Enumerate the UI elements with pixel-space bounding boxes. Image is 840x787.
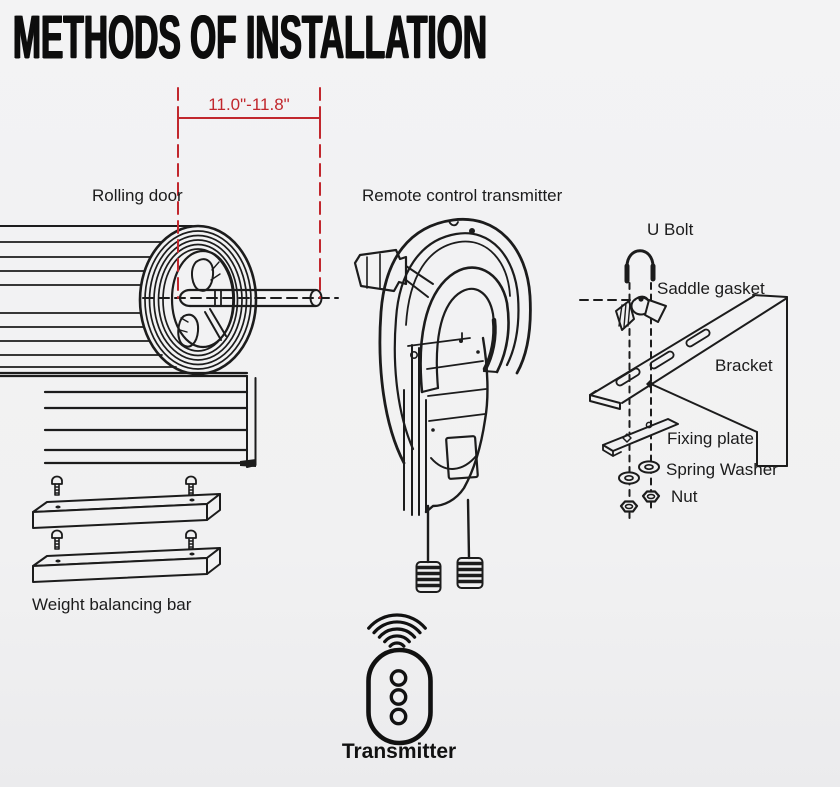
dimension-lines [177, 87, 321, 299]
mounting-hardware-drawing [579, 249, 788, 519]
remote-button [389, 707, 408, 726]
bracket-part [589, 294, 788, 467]
weight-bars-drawing [32, 475, 221, 583]
weight-bar [32, 547, 221, 583]
drum-wheel [170, 249, 236, 349]
screw [185, 475, 197, 496]
cable-connector [415, 561, 442, 593]
dimension-annotation: 11.0"-11.8" [208, 95, 290, 114]
label-fixing-plate: Fixing plate [667, 429, 754, 448]
screw [51, 475, 63, 496]
screw [51, 529, 63, 550]
remote-body [366, 647, 433, 746]
label-nut: Nut [671, 487, 698, 506]
motor-cables [426, 498, 471, 564]
cable-connector [456, 557, 484, 589]
label-rolling-door: Rolling door [92, 186, 183, 205]
screw [185, 529, 197, 550]
saddle-gasket-part [615, 295, 667, 331]
label-remote-control-transmitter: Remote control transmitter [362, 186, 563, 205]
remote-button [389, 669, 408, 687]
remote-button [389, 688, 408, 706]
weight-bar [32, 493, 221, 529]
label-u-bolt: U Bolt [647, 220, 694, 239]
label-weight-balancing-bar: Weight balancing bar [32, 595, 192, 614]
label-transmitter: Transmitter [341, 740, 457, 763]
transmitter-remote-drawing [366, 613, 433, 746]
label-saddle-gasket: Saddle gasket [657, 279, 765, 298]
fixing-plate-part [602, 418, 679, 457]
spring-washer-part [618, 460, 660, 485]
wireless-signal-icon [367, 613, 427, 648]
label-bracket: Bracket [715, 356, 773, 375]
rolling-door-drawing [0, 224, 339, 468]
nut-part [619, 490, 661, 513]
label-spring-washer: Spring Washer [666, 460, 778, 479]
door-curtain [0, 371, 257, 468]
page-title: METHODS OF INSTALLATION [13, 3, 488, 71]
motor-label-plate [445, 435, 479, 480]
u-bolt-part [624, 249, 656, 284]
motor-unit-drawing [353, 217, 532, 593]
